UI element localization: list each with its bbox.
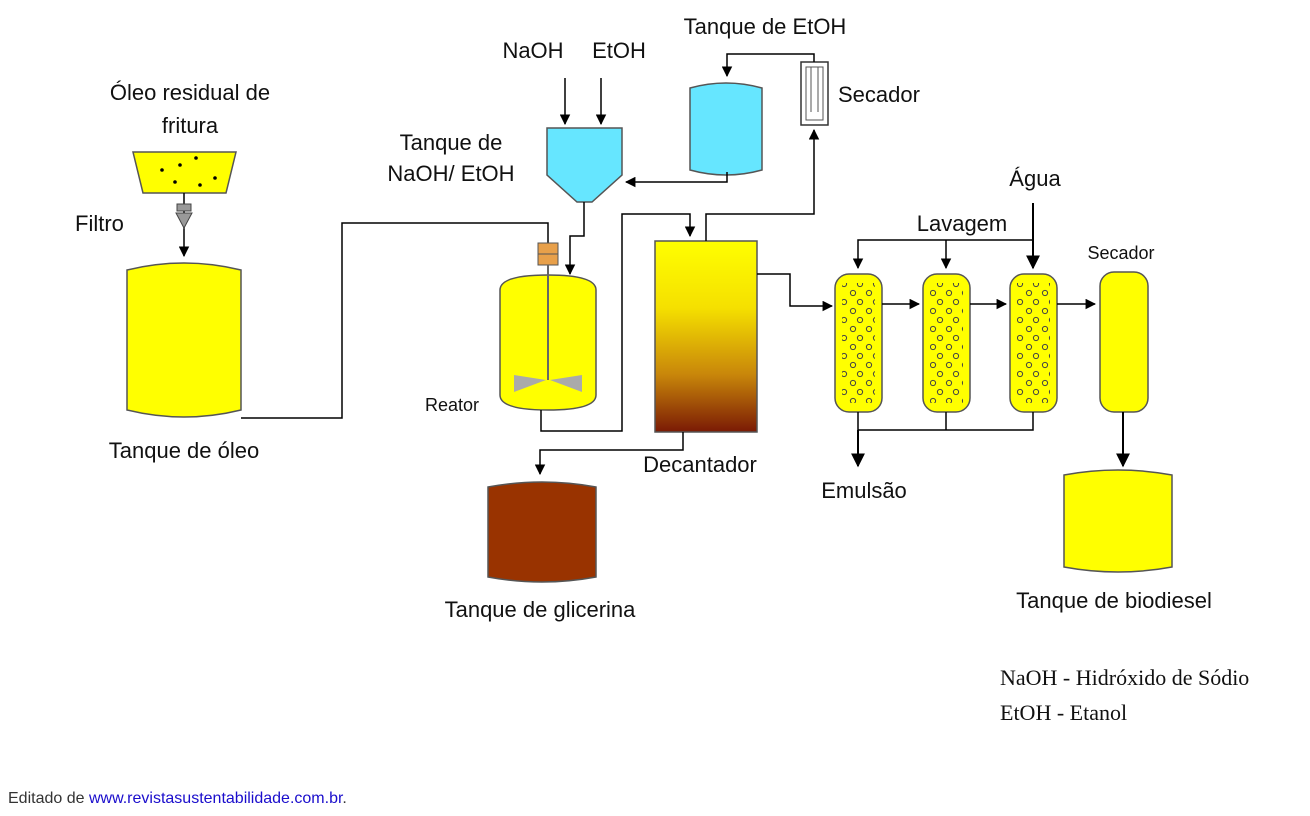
label-tanque-oleo: Tanque de óleo: [109, 438, 259, 463]
washing-column-3: [1009, 273, 1058, 413]
credit-suffix: .: [342, 790, 347, 807]
oil-tank: [126, 262, 242, 418]
dryer-column-right: [1099, 271, 1149, 413]
label-lavagem: Lavagem: [917, 211, 1008, 236]
label-decantador: Decantador: [643, 452, 757, 477]
label-filtro: Filtro: [75, 211, 124, 236]
flow-decanter-to-washing: [757, 273, 834, 312]
label-oleo-residual-2: fritura: [162, 113, 219, 138]
label-reator: Reator: [425, 395, 479, 415]
credit-prefix: Editado de: [8, 790, 89, 807]
flow-catalyst-to-reactor: [564, 202, 585, 276]
flow-decanter-to-glycerin: [534, 432, 684, 476]
label-tanque-glicerina: Tanque de glicerina: [445, 597, 637, 622]
label-oleo-residual-1: Óleo residual de: [110, 80, 270, 105]
flow-wash-water-col1: [852, 239, 1033, 270]
source-link[interactable]: www.revistasustentabilidade.com.br: [88, 790, 343, 807]
oil-hopper: [132, 151, 237, 194]
biodiesel-tank: [1063, 469, 1173, 573]
label-naoh: NaOH: [502, 38, 563, 63]
label-tanque-biodiesel: Tanque de biodiesel: [1016, 588, 1212, 613]
label-secador-top: Secador: [838, 82, 920, 107]
source-credit: Editado de www.revistasustentabilidade.c…: [8, 790, 347, 808]
flow-ethanol-to-mix-tank: [624, 172, 728, 188]
legend-naoh: NaOH - Hidróxido de Sódio: [1000, 665, 1249, 690]
label-emulsao: Emulsão: [821, 478, 907, 503]
decanter: [654, 240, 758, 433]
naoh-etoh-tank: [546, 127, 623, 203]
flow-dryer-to-ethanol-tank: [721, 53, 815, 78]
filter-icon: [175, 203, 193, 230]
legend-etoh: EtOH - Etanol: [1000, 700, 1127, 725]
label-secador-right: Secador: [1087, 243, 1154, 263]
label-tanque-naoh-1: Tanque de: [400, 130, 503, 155]
label-agua: Água: [1009, 166, 1061, 191]
label-tanque-naoh-2: NaOH/ EtOH: [387, 161, 514, 186]
washing-column-2: [922, 273, 971, 413]
dryer-column-top: [800, 61, 829, 126]
label-etoh: EtOH: [592, 38, 646, 63]
glycerin-tank: [487, 481, 597, 583]
flow-oil-to-reactor: [241, 222, 549, 419]
washing-column-1: [834, 273, 883, 413]
label-tanque-etoh: Tanque de EtOH: [684, 14, 847, 39]
biodiesel-process-diagram: Óleo residual de fritura Filtro Tanque d…: [75, 14, 1249, 725]
flow-decanter-to-dryer: [705, 128, 820, 241]
reactor: [499, 242, 597, 411]
flow-reactor-to-decanter: [540, 213, 696, 432]
ethanol-tank: [689, 82, 763, 176]
